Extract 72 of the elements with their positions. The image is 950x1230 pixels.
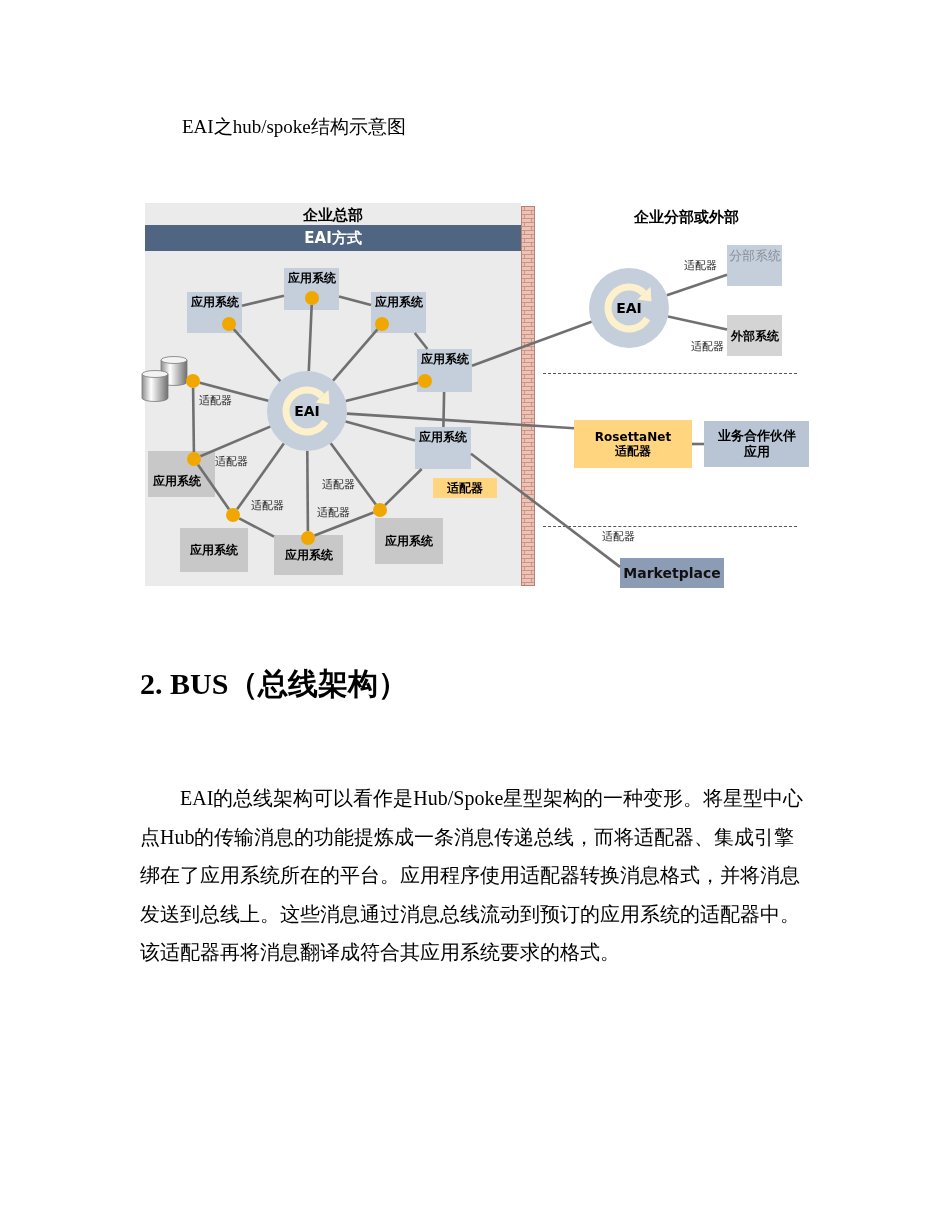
connector-line bbox=[692, 442, 704, 446]
dot-icon bbox=[186, 374, 200, 388]
system-box bbox=[417, 349, 472, 392]
system-box: Marketplace bbox=[620, 558, 724, 588]
dot-caption: 适配器 bbox=[317, 507, 350, 519]
system-box: 应用系统 bbox=[415, 427, 471, 469]
dot-icon bbox=[305, 291, 319, 305]
connector-line bbox=[332, 328, 379, 382]
adapter-box: 适配器 bbox=[433, 478, 497, 498]
connector-line bbox=[667, 315, 728, 331]
header-band: EAI方式 bbox=[145, 225, 521, 251]
paragraph: EAI的总线架构可以看作是Hub/Spoke星型架构的一种变形。将星型中心点Hub的传输消息的功能提炼成一条消息传递总线，而将适配器、集成引擎绑在了应用系统所在的平台。应用程序使用适配器转换消息格式，并将消息发送到总线上。这些消息通过消息总线流动到预订的应用系统的适配器中。该适配器再将消息翻译成符合其应用系统要求的格式。 bbox=[140, 786, 805, 966]
system-box bbox=[148, 451, 215, 497]
edge-label: 适配器 bbox=[601, 531, 636, 543]
dot-caption: 适配器 bbox=[199, 395, 232, 407]
panel-title: 企业总部 bbox=[303, 206, 363, 224]
box-title: 应用系统 bbox=[153, 474, 201, 488]
connector-line bbox=[199, 381, 269, 403]
connector-line bbox=[306, 451, 310, 531]
dot-icon bbox=[418, 374, 432, 388]
system-box: 外部系统 bbox=[727, 315, 782, 356]
connector-line bbox=[329, 442, 377, 506]
connector-line bbox=[307, 304, 313, 372]
connector-line bbox=[413, 332, 429, 350]
dot-icon bbox=[301, 531, 315, 545]
system-box: 业务合作伙伴应用 bbox=[704, 421, 809, 467]
connector-line bbox=[236, 442, 285, 511]
system-box: 分部系统 bbox=[727, 245, 782, 286]
box-title: 应用系统 bbox=[374, 295, 423, 309]
system-box bbox=[371, 292, 426, 333]
connector-line bbox=[384, 468, 423, 507]
edge-label: 适配器 bbox=[690, 341, 725, 353]
system-box: 应用系统 bbox=[180, 528, 248, 572]
system-box: 应用系统 bbox=[375, 518, 443, 564]
connector-line bbox=[196, 463, 231, 511]
connector-line bbox=[345, 381, 419, 403]
dot-caption: 适配器 bbox=[215, 456, 248, 468]
dot-caption: 适配器 bbox=[322, 479, 355, 491]
connector-line bbox=[232, 328, 282, 383]
dot-icon bbox=[375, 317, 389, 331]
adapter-box: RosettaNet 适配器 bbox=[574, 420, 692, 468]
database-icon bbox=[141, 356, 189, 404]
connector-line bbox=[345, 420, 416, 442]
hub-label: EAI bbox=[294, 402, 320, 420]
connector-line bbox=[238, 517, 275, 538]
box-title: 应用系统 bbox=[190, 295, 239, 309]
connector-line bbox=[191, 388, 196, 452]
connector-line bbox=[199, 425, 271, 458]
connector-line bbox=[314, 511, 374, 537]
dot-icon bbox=[187, 452, 201, 466]
box-title: 应用系统 bbox=[287, 271, 336, 285]
connector-line bbox=[346, 412, 575, 430]
dot-icon bbox=[226, 508, 240, 522]
system-box bbox=[284, 268, 339, 310]
connector-line bbox=[338, 295, 372, 307]
dot-icon bbox=[222, 317, 236, 331]
system-box: 应用系统 bbox=[274, 535, 343, 575]
connector-line bbox=[470, 452, 621, 568]
connector-line bbox=[241, 294, 285, 308]
region-heading: 企业分部或外部 bbox=[633, 208, 739, 227]
connector-line bbox=[666, 273, 728, 297]
dot-icon bbox=[373, 503, 387, 517]
dot-caption: 适配器 bbox=[251, 500, 284, 512]
section-heading: 2. BUS（总线架构） bbox=[140, 666, 409, 702]
hub-label: EAI bbox=[616, 299, 642, 317]
connector-line bbox=[442, 391, 446, 428]
figure-caption: EAI之hub/spoke结构示意图 bbox=[182, 115, 406, 139]
edge-label: 适配器 bbox=[683, 260, 718, 272]
system-box bbox=[187, 292, 242, 333]
brick-wall bbox=[521, 206, 535, 586]
connector-line bbox=[471, 320, 592, 367]
box-title: 应用系统 bbox=[420, 352, 469, 366]
